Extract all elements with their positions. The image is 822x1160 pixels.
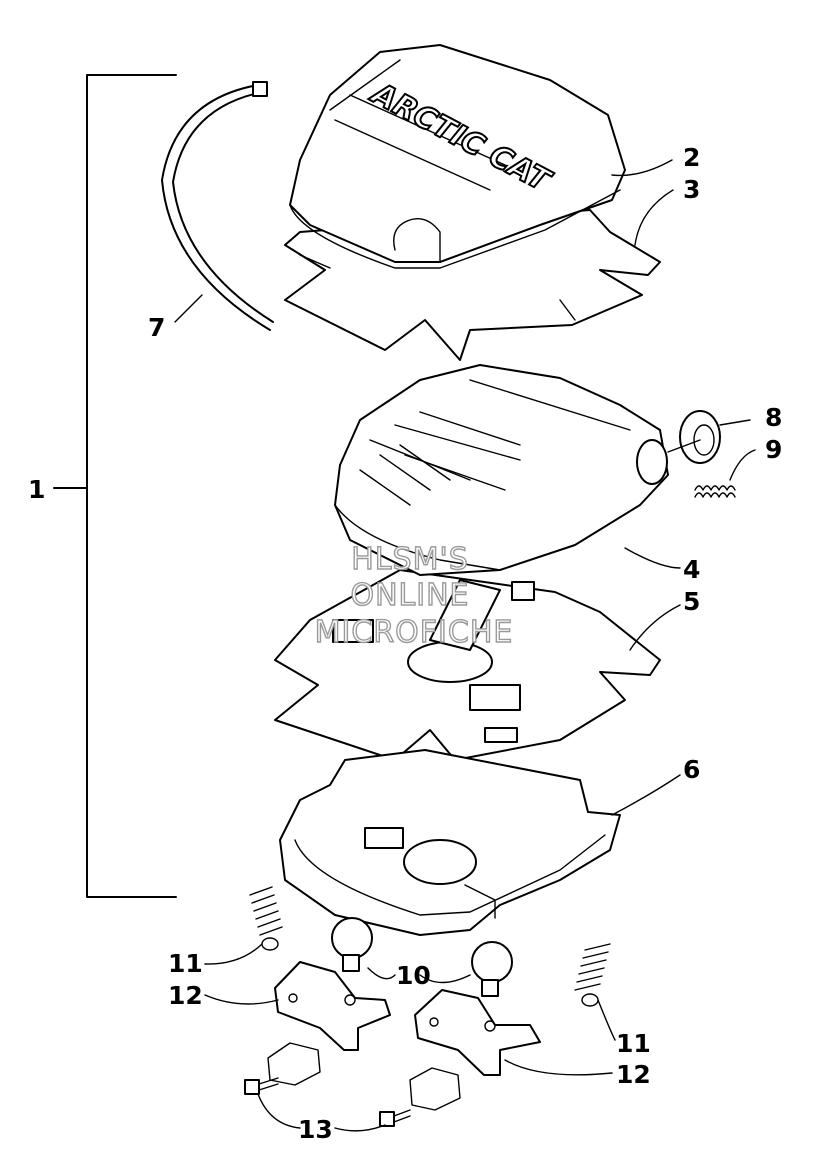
callout-9: 9 [765,435,782,464]
callout-1: 1 [28,475,45,504]
callout-3: 3 [683,175,700,204]
silencer-lid: ARCTIC CAT [289,44,626,269]
rubber-mount-left [331,917,373,972]
mount-bracket-right [414,989,541,1076]
callout-5: 5 [683,587,700,616]
seal-ring [679,410,721,464]
callout-13: 13 [298,1115,333,1144]
watermark: HLSM'S ONLINE MICROFICHE [314,541,514,650]
callout-11-left: 11 [168,949,203,978]
callout-12-right: 12 [616,1060,651,1089]
silencer-body [334,364,669,651]
callout-7: 7 [148,313,165,342]
callout-labels: 1 2 3 4 5 6 7 8 9 10 11 12 11 12 13 [28,143,782,1144]
watermark-line-3: MICROFICHE [315,615,514,650]
callout-4: 4 [683,555,700,584]
bolt-right [379,1067,461,1127]
callout-8: 8 [765,403,782,432]
callout-12-left: 12 [168,981,203,1010]
watermark-line-2: ONLINE [350,578,469,613]
callout-2: 2 [683,143,700,172]
callout-10: 10 [396,961,431,990]
callout-11-right: 11 [616,1029,651,1058]
clamp-spring [694,485,736,498]
tension-spring-left [249,886,283,951]
rubber-mount-right [471,941,513,997]
callout-6: 6 [683,755,700,784]
assembly-bracket [53,74,177,898]
lower-gasket [274,569,661,761]
bolt-left [244,1042,321,1095]
tension-spring-right [574,943,611,1007]
drain-strip [161,81,274,331]
leader-lines [204,159,756,1132]
mount-bracket-left [274,961,391,1051]
base-tray [279,749,621,936]
watermark-line-1: HLSM'S [351,542,469,577]
